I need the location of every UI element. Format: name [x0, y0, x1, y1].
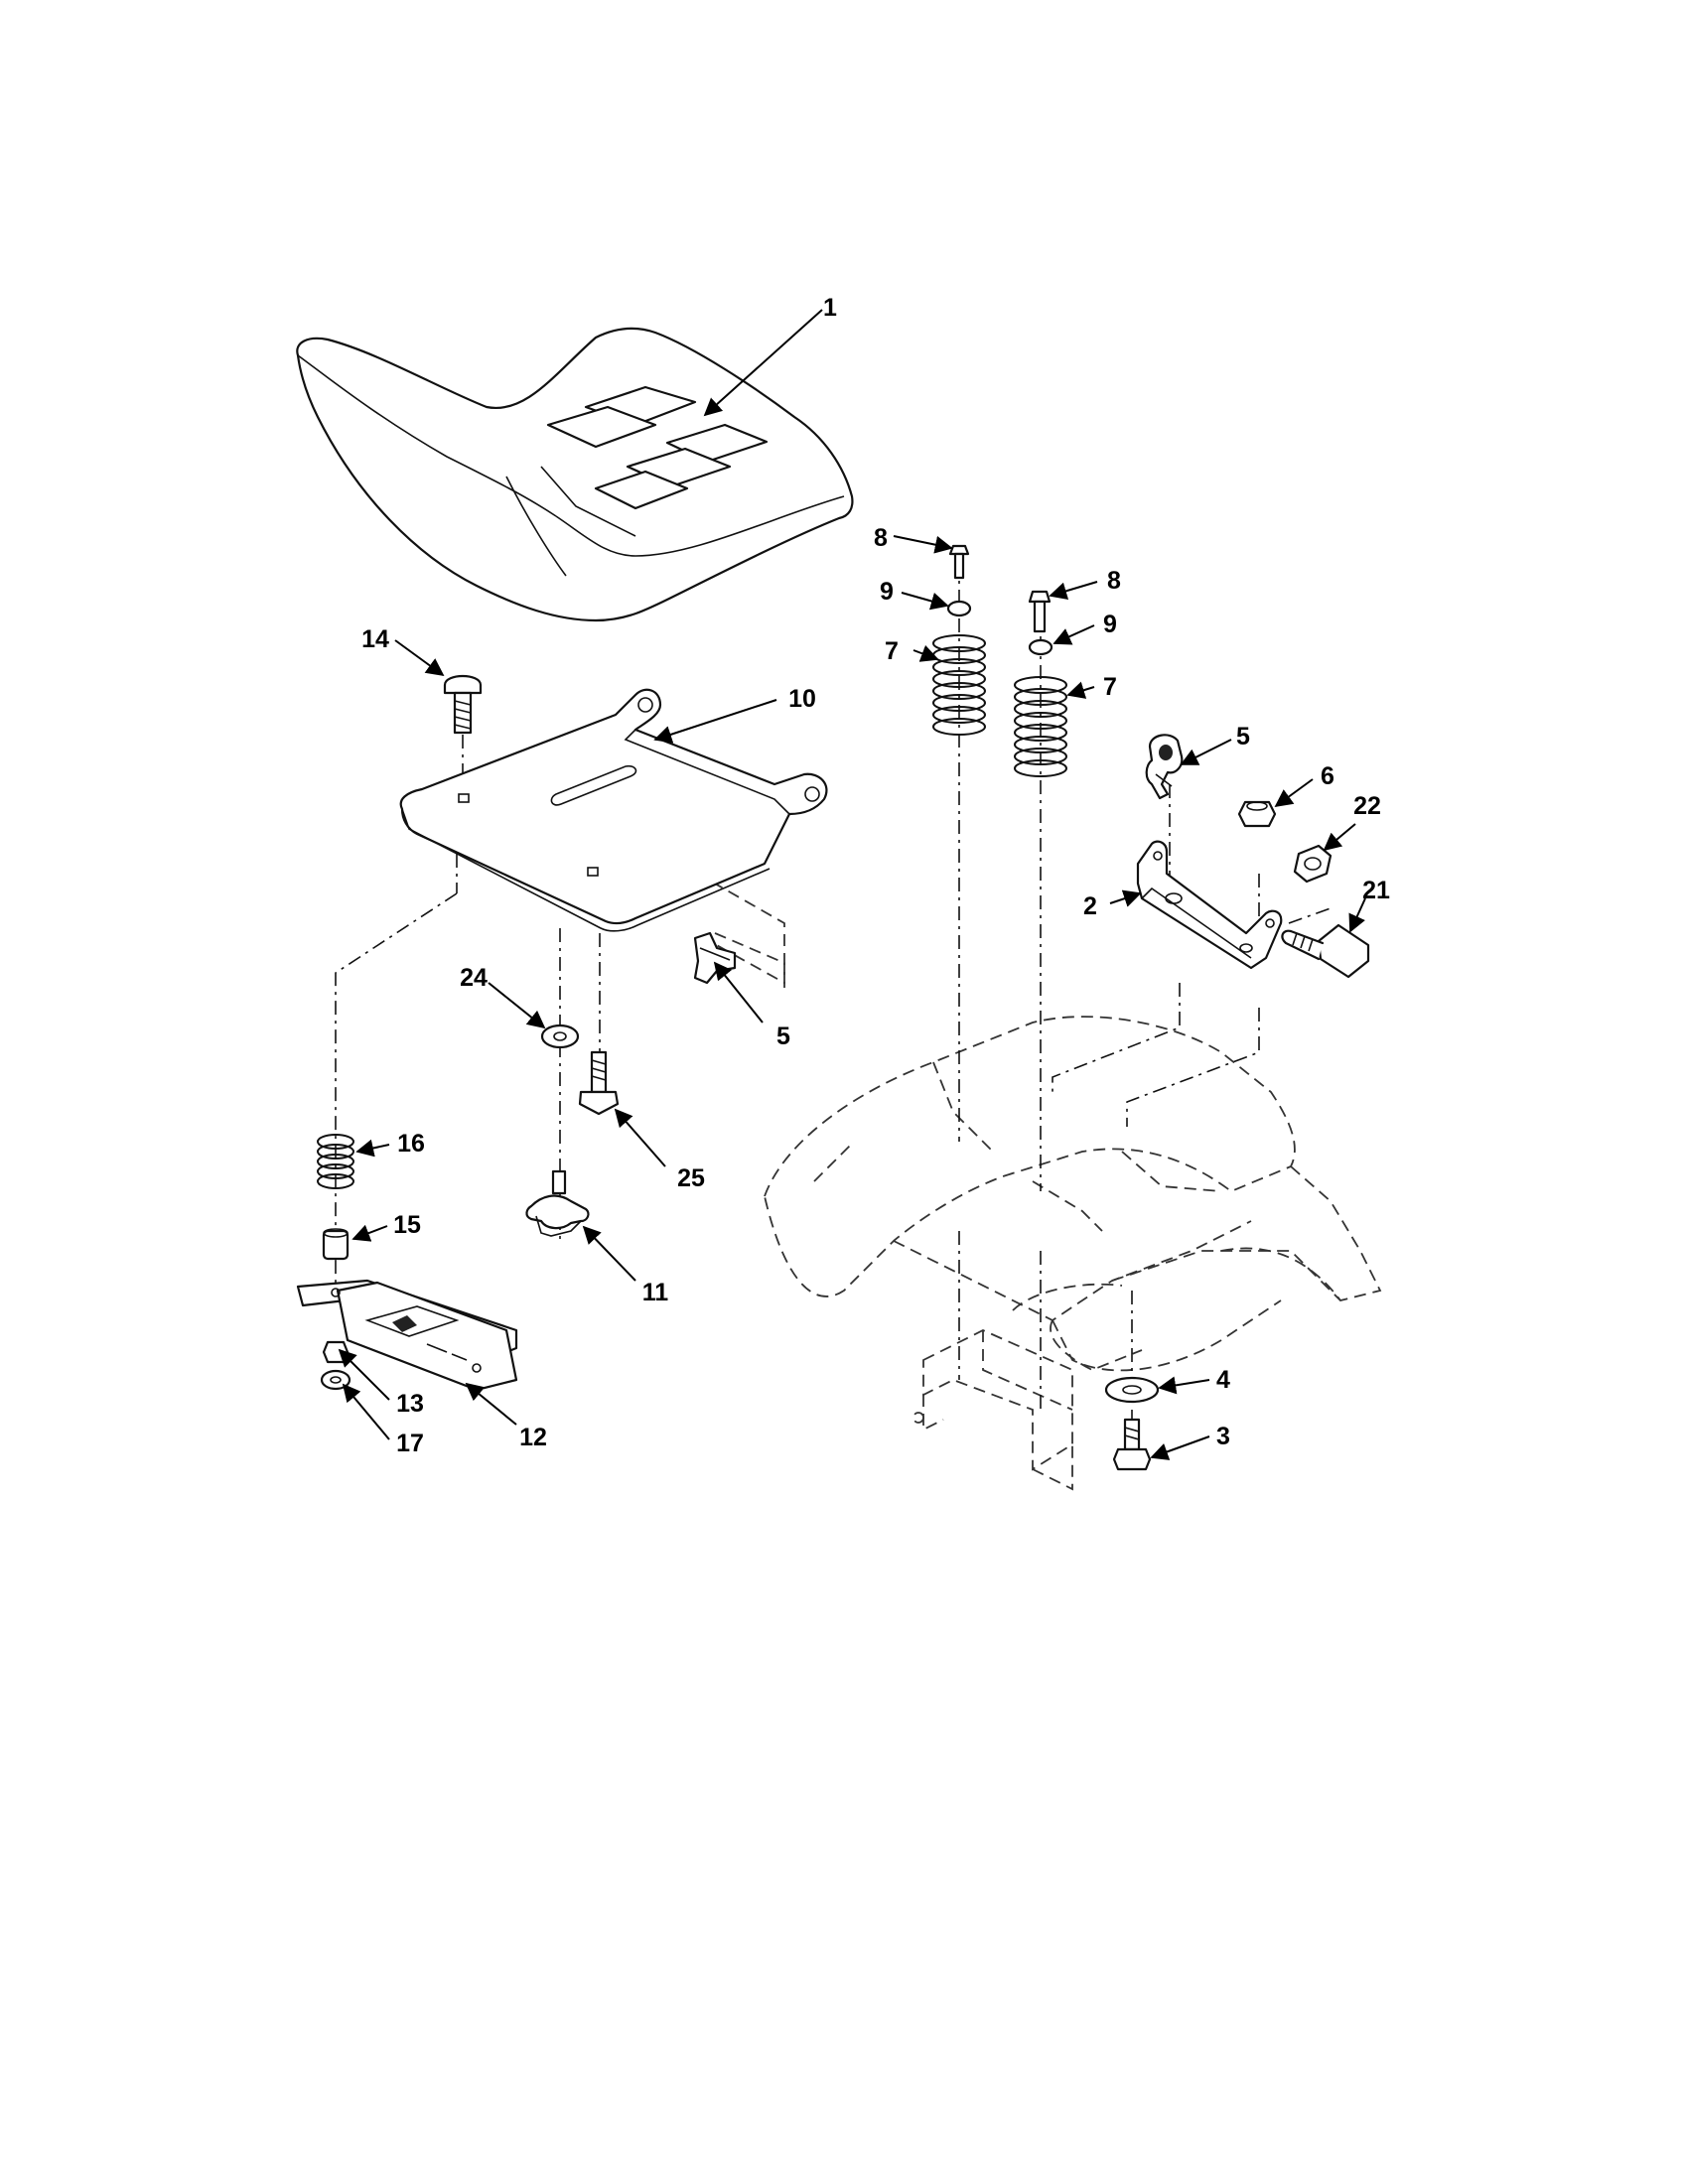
- shoulder-bolt-right: [1281, 923, 1370, 979]
- callout-4: 4: [1216, 1366, 1230, 1394]
- callout-9-right: 9: [1103, 611, 1117, 638]
- callout-1: 1: [823, 294, 837, 322]
- callout-7-right: 7: [1103, 673, 1117, 701]
- seat-pan: [399, 688, 828, 932]
- shoulder-bolt: [578, 1050, 620, 1116]
- callout-8-left: 8: [874, 524, 888, 552]
- callout-9-left: 9: [880, 578, 894, 606]
- hex-nut-bracket: [1237, 800, 1277, 828]
- callout-3: 3: [1216, 1423, 1230, 1450]
- callout-13: 13: [396, 1390, 424, 1418]
- hex-bolt-left: [948, 544, 970, 580]
- hex-bolt-bottom: [1112, 1418, 1152, 1471]
- mounting-bracket: [1136, 840, 1283, 970]
- callout-leaders: [338, 309, 1366, 1460]
- callout-24: 24: [460, 964, 488, 992]
- callout-14: 14: [361, 625, 389, 653]
- callout-11: 11: [642, 1279, 669, 1306]
- callout-5-upper: 5: [1236, 723, 1250, 751]
- seat-latch: [693, 931, 785, 988]
- callout-22: 22: [1353, 792, 1381, 820]
- carriage-bolt: [443, 674, 483, 735]
- assembly-centerlines: [335, 561, 1332, 1430]
- callout-25: 25: [677, 1164, 705, 1192]
- flat-washer-left: [540, 1024, 580, 1049]
- washer-right: [1028, 638, 1053, 656]
- callout-5-lower: 5: [776, 1023, 790, 1050]
- seat-spring-left: [932, 634, 986, 736]
- compression-spring-left: [317, 1134, 354, 1189]
- adjustment-plate: [296, 1279, 518, 1392]
- hex-nut-small: [322, 1340, 350, 1364]
- callout-15: 15: [393, 1211, 421, 1239]
- frame-bracket-outline: [912, 1329, 1073, 1491]
- callout-7-left: 7: [885, 637, 899, 665]
- spacer: [322, 1228, 350, 1261]
- adjustment-knob: [525, 1169, 590, 1237]
- callout-2: 2: [1083, 892, 1097, 920]
- seat-switch-clip: [1145, 734, 1184, 800]
- callout-10: 10: [788, 685, 816, 713]
- hex-bolt-right: [1028, 590, 1052, 633]
- callout-16: 16: [397, 1130, 425, 1158]
- callout-6: 6: [1321, 762, 1334, 790]
- flat-washer-right: [1104, 1376, 1160, 1404]
- callout-labels: 1 2 3 4 5 5 6 7 7 8 8 9 9 10 11 12 13 14…: [361, 294, 1390, 1457]
- callout-8-right: 8: [1107, 567, 1121, 595]
- callout-12: 12: [519, 1424, 547, 1451]
- flange-nut: [1293, 844, 1333, 884]
- seat-spring-right: [1014, 676, 1067, 777]
- fender-outline: [764, 1016, 1382, 1372]
- washer-left: [946, 600, 972, 617]
- callout-21: 21: [1362, 877, 1390, 904]
- seat-cushion: [296, 327, 854, 622]
- callout-17: 17: [396, 1430, 424, 1457]
